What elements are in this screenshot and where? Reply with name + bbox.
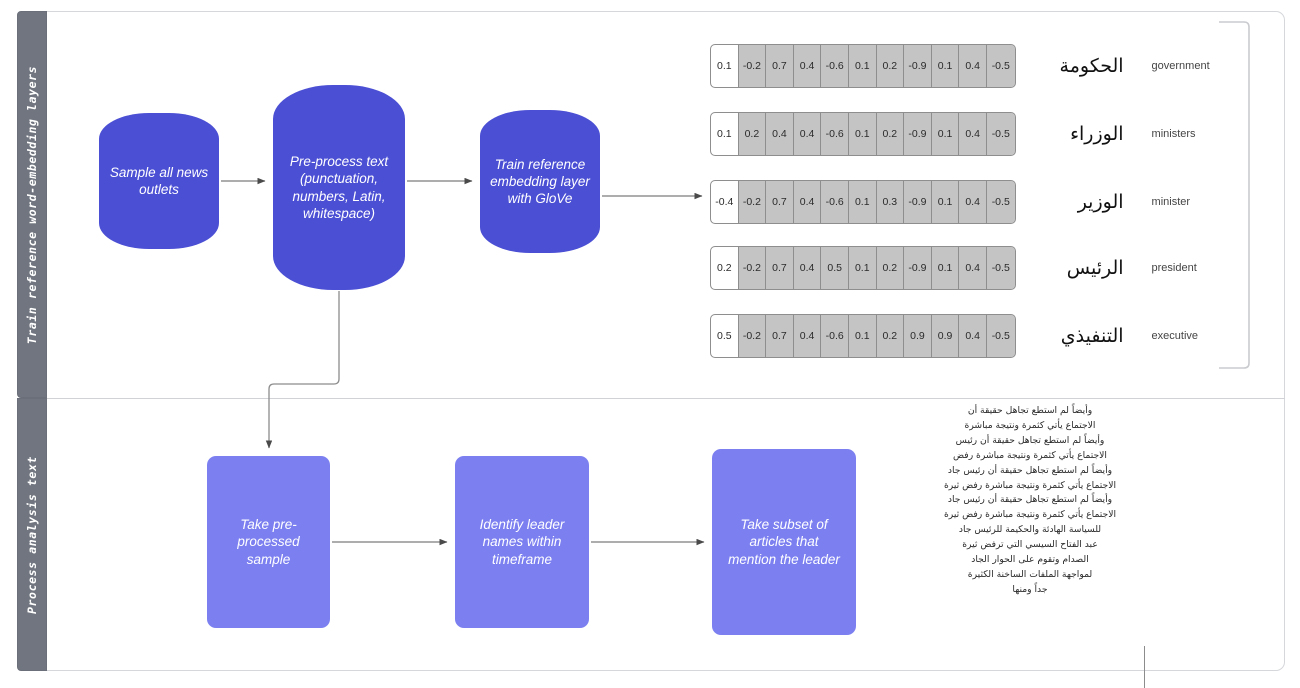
embedding-cell-highlight: 0.1	[711, 45, 739, 87]
embedding-cell: 0.4	[793, 247, 822, 289]
node-label: Train reference embedding layer with Glo…	[490, 156, 590, 207]
embedding-cell: 0.1	[931, 113, 960, 155]
embedding-cell: 0.4	[793, 315, 822, 357]
embedding-cell: 0.7	[766, 181, 794, 223]
embedding-cell: 0.2	[876, 247, 905, 289]
embedding-cell: 0.1	[931, 45, 960, 87]
embedding-cell: 0.9	[904, 315, 932, 357]
embedding-cell: 0.4	[959, 113, 987, 155]
embedding-english-gloss: president	[1151, 262, 1197, 274]
embedding-cell: -0.5	[986, 315, 1015, 357]
embedding-english-gloss: minister	[1151, 196, 1191, 208]
embedding-cell: -0.2	[738, 45, 767, 87]
embedding-cell: 0.9	[931, 315, 960, 357]
embedding-english-gloss: ministers	[1151, 128, 1196, 140]
embedding-cell: -0.5	[986, 247, 1015, 289]
embedding-cell: 0.4	[959, 181, 987, 223]
embedding-cell: 0.2	[876, 113, 905, 155]
embedding-cell: -0.6	[821, 113, 849, 155]
embedding-cell: 0.4	[766, 113, 794, 155]
embedding-english-gloss: government	[1151, 60, 1210, 72]
embedding-cell-highlight: 0.2	[711, 247, 739, 289]
node-pre-process-text[interactable]: Pre-process text (punctuation, numbers, …	[273, 85, 405, 290]
embedding-cell: 0.1	[848, 113, 877, 155]
embedding-cell: -0.2	[738, 315, 767, 357]
embedding-cell: 0.1	[931, 181, 960, 223]
wire-preprocess-to-take-sample	[265, 291, 340, 449]
embedding-cell: -0.5	[986, 113, 1015, 155]
embedding-arabic-word: الحكومة	[1059, 55, 1124, 77]
node-label: Sample all news outlets	[109, 164, 209, 197]
embedding-arabic-word: الرئيس	[1066, 257, 1124, 279]
embedding-cell-highlight: 0.1	[711, 113, 739, 155]
embedding-english-gloss: executive	[1151, 330, 1199, 342]
embedding-cell: 0.7	[766, 315, 794, 357]
lane-band-process: Process analysis text	[17, 398, 47, 671]
embedding-cell: 0.1	[848, 181, 877, 223]
embedding-cell: -0.6	[821, 45, 849, 87]
embedding-cell: 0.4	[959, 247, 987, 289]
embedding-cell: 0.4	[959, 315, 987, 357]
embedding-cell: -0.2	[738, 247, 767, 289]
embedding-cell: -0.6	[821, 315, 849, 357]
embedding-cell: 0.2	[738, 113, 767, 155]
node-identify-leader-names[interactable]: Identify leader names within timeframe	[455, 456, 589, 628]
embedding-cell: -0.5	[986, 45, 1015, 87]
embedding-cell: 0.1	[848, 247, 877, 289]
node-label: Take subset of articles that mention the…	[728, 517, 840, 567]
embedding-cell: 0.1	[848, 45, 877, 87]
embedding-cell: 0.4	[793, 45, 822, 87]
embedding-cell: 0.7	[766, 247, 794, 289]
node-label: Pre-process text (punctuation, numbers, …	[289, 153, 389, 221]
embedding-cell: -0.6	[821, 181, 849, 223]
node-label: Take pre-processed sample	[237, 517, 300, 567]
embedding-arabic-word: التنفيذي	[1060, 325, 1124, 347]
node-take-subset-of-articles[interactable]: Take subset of articles that mention the…	[712, 449, 856, 635]
node-train-reference-embedding-layer[interactable]: Train reference embedding layer with Glo…	[480, 110, 600, 253]
node-label: Identify leader names within timeframe	[479, 517, 565, 567]
embedding-cell: -0.5	[986, 181, 1015, 223]
embedding-cell-highlight: -0.4	[711, 181, 739, 223]
embedding-cell: 0.1	[848, 315, 877, 357]
lane-divider	[33, 398, 1285, 399]
embedding-arabic-word: الوزراء	[1070, 123, 1124, 145]
article-text-stem	[1144, 646, 1145, 688]
embedding-cell: -0.9	[904, 247, 932, 289]
embedding-group-bracket	[1219, 21, 1250, 369]
lane-band-train: Train reference word-embedding layers	[17, 11, 47, 398]
embedding-cell: 0.2	[876, 315, 905, 357]
embedding-cell: 0.4	[793, 181, 822, 223]
embedding-cell: -0.9	[904, 181, 932, 223]
embedding-cell: 0.3	[876, 181, 905, 223]
embedding-cell: -0.9	[904, 113, 932, 155]
embedding-cell: 0.4	[959, 45, 987, 87]
embedding-cell: 0.7	[766, 45, 794, 87]
embedding-cell-highlight: 0.5	[711, 315, 739, 357]
embedding-cell: 0.4	[793, 113, 822, 155]
arabic-article-text: وأيضاً لم استطع تجاهل حقيقة أن الاجتماع …	[943, 405, 1117, 595]
embedding-cell: 0.1	[931, 247, 960, 289]
node-sample-all-news-outlets[interactable]: Sample all news outlets	[99, 113, 219, 249]
embedding-cell: -0.2	[738, 181, 767, 223]
node-take-pre-processed-sample[interactable]: Take pre-processed sample	[207, 456, 330, 628]
embedding-arabic-word: الوزير	[1077, 191, 1124, 213]
embedding-cell: 0.2	[876, 45, 905, 87]
embedding-cell: -0.9	[904, 45, 932, 87]
embedding-cell: 0.5	[821, 247, 849, 289]
